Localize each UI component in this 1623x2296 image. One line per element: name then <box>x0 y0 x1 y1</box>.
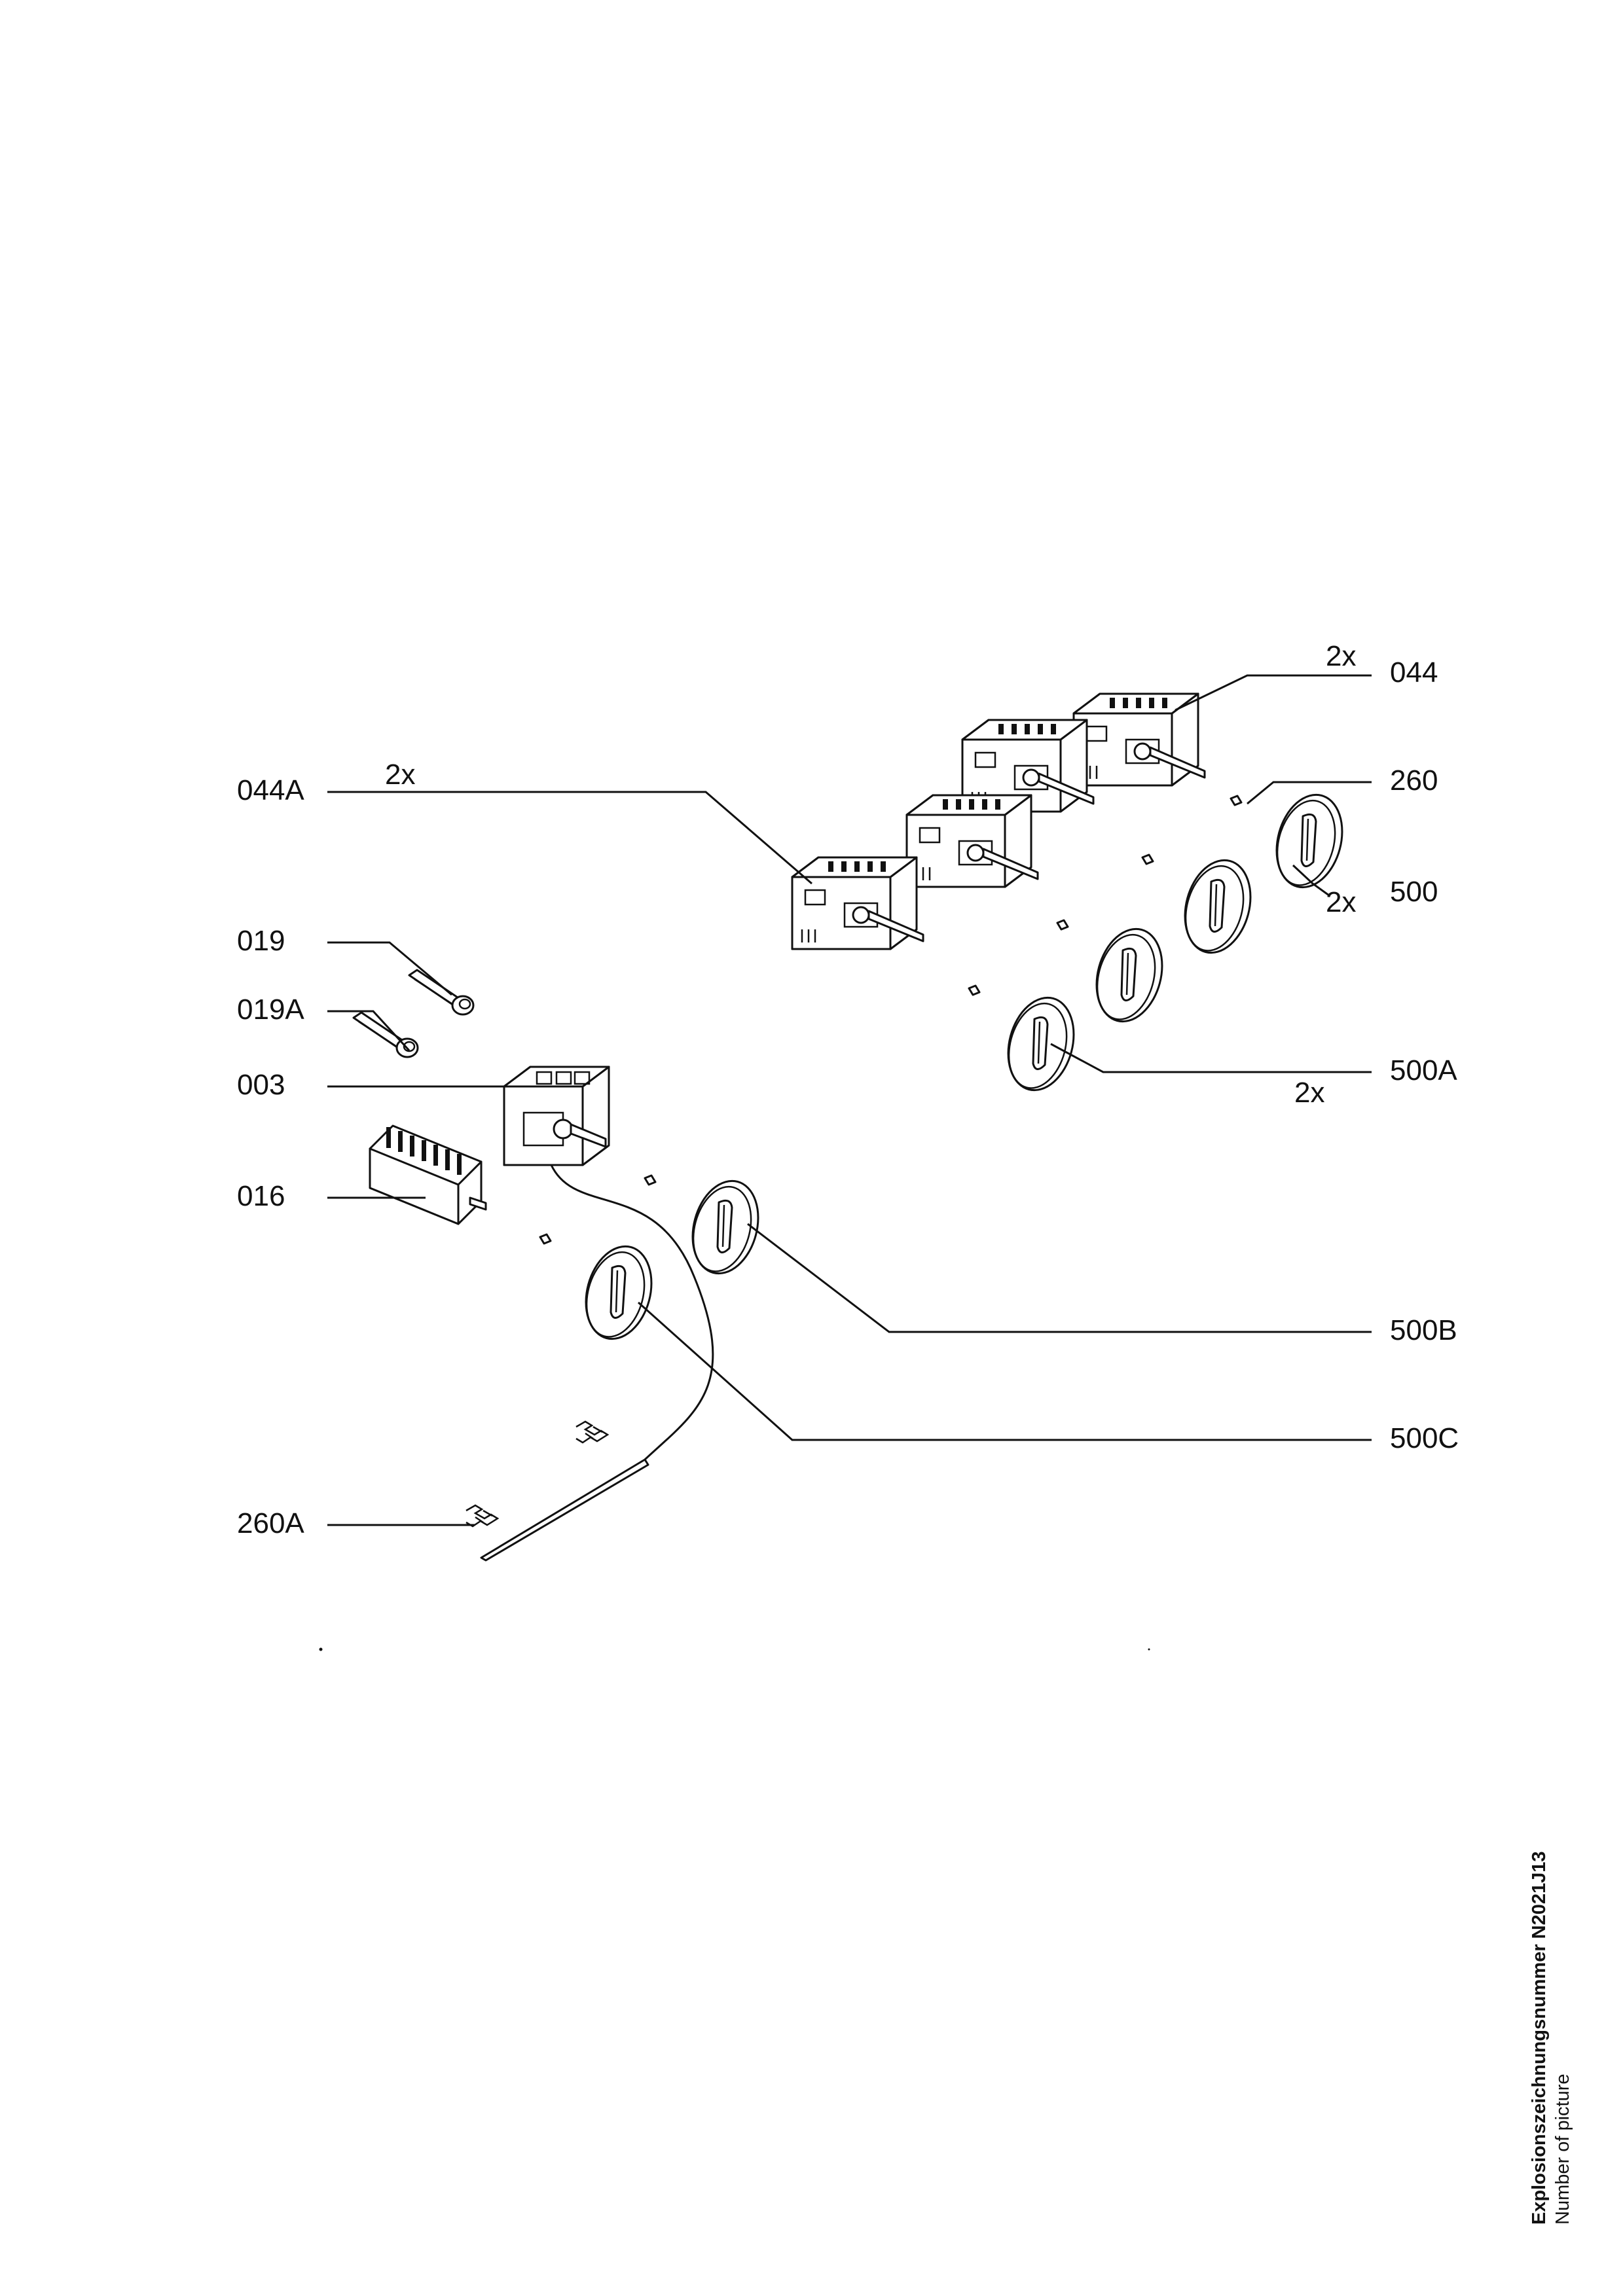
qty-500: 2x <box>1326 886 1356 918</box>
qty-500A: 2x <box>1294 1077 1324 1109</box>
knob-500C <box>575 1238 663 1348</box>
regulator-044A-front <box>791 856 924 950</box>
knob-500A-front <box>997 989 1085 1099</box>
label-500B: 500B <box>1390 1314 1457 1346</box>
capillary-tube <box>550 1164 714 1461</box>
label-500A: 500A <box>1390 1054 1457 1086</box>
qty-044A: 2x <box>385 759 415 791</box>
label-500: 500 <box>1390 876 1438 908</box>
label-016: 016 <box>237 1180 285 1212</box>
drawing-number: Explosionszeichnungsnummer N2021J13 <box>1529 1851 1550 2225</box>
bracket-260A-upper <box>575 1420 609 1444</box>
regulator-044A-third <box>905 794 1039 888</box>
label-500C: 500C <box>1390 1422 1459 1454</box>
label-019: 019 <box>237 925 285 957</box>
knob-500-second <box>1174 852 1262 961</box>
pilot-lamp-019 <box>408 969 475 1016</box>
bracket-260A-lower <box>465 1504 499 1528</box>
knob-500-rear <box>1266 786 1353 896</box>
label-019A: 019A <box>237 994 304 1026</box>
qty-044: 2x <box>1326 640 1356 672</box>
selector-switch-016 <box>369 1124 487 1225</box>
sensor-probe <box>480 1458 649 1562</box>
regulator-044-rear <box>1072 692 1206 787</box>
knob-500B <box>682 1172 769 1282</box>
knob-500A-third <box>1085 920 1173 1030</box>
label-260: 260 <box>1390 764 1438 797</box>
label-260A: 260A <box>237 1507 304 1539</box>
label-044A: 044A <box>237 774 304 806</box>
label-003: 003 <box>237 1069 285 1101</box>
leader-lines <box>327 674 1372 1526</box>
label-044: 044 <box>1390 656 1438 689</box>
print-speck <box>319 1647 323 1651</box>
picture-caption: Number of picture <box>1552 2073 1573 2225</box>
thermostat-003 <box>503 1066 610 1166</box>
clip-lower <box>539 1174 657 1245</box>
print-speck <box>1148 1648 1150 1651</box>
